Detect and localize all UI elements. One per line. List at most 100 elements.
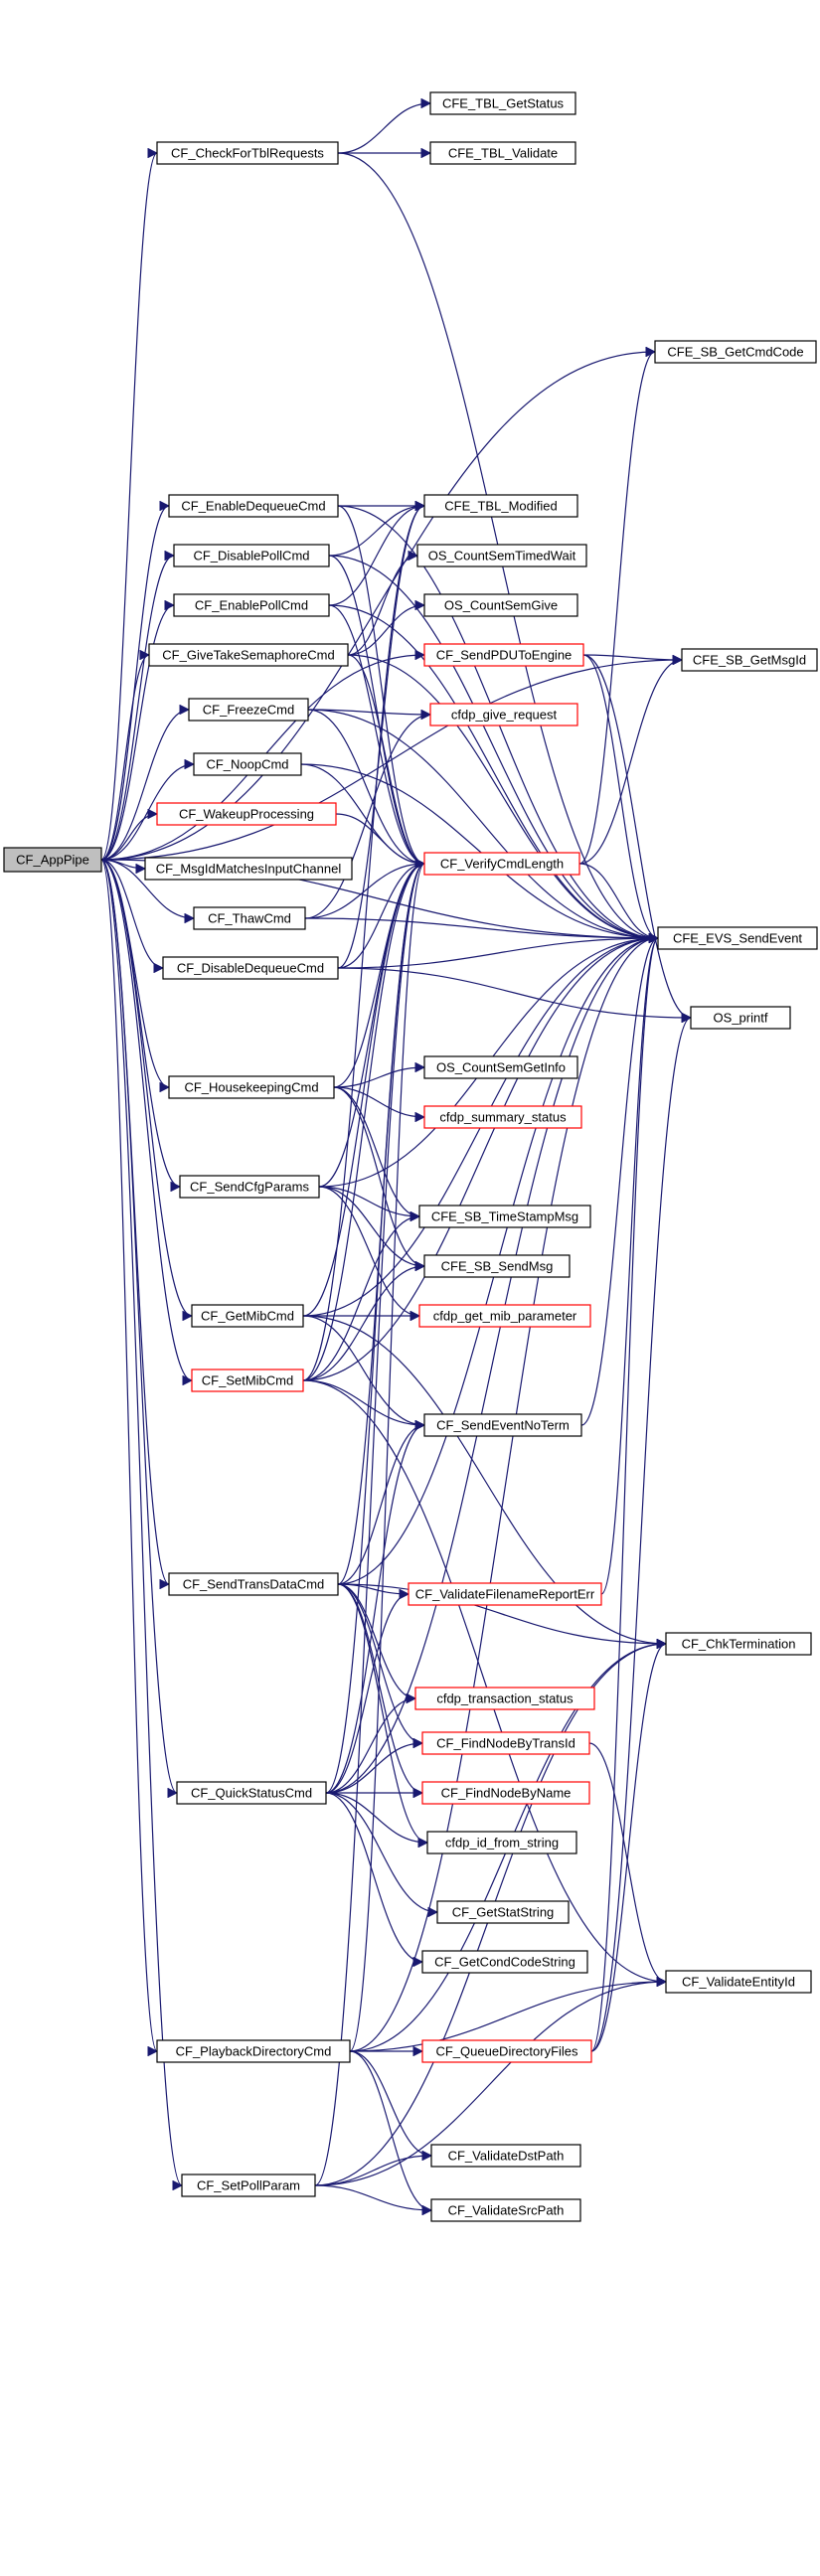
node-cfg[interactable]: CF_SendCfgParams xyxy=(179,1175,320,1199)
node-setpoll[interactable]: CF_SetPollParam xyxy=(181,2174,316,2197)
call-edge-pbdir-to-verify xyxy=(349,864,425,2052)
node-match[interactable]: CF_MsgIdMatchesInputChannel xyxy=(144,857,353,881)
node-box xyxy=(423,593,578,617)
call-edge-verify-to-evs xyxy=(578,863,658,938)
node-give[interactable]: cfdp_give_request xyxy=(429,703,578,726)
node-label: CF_EnableDequeueCmd xyxy=(181,499,325,514)
node-box xyxy=(423,1413,582,1437)
node-label: CF_FreezeCmd xyxy=(203,703,294,718)
node-box xyxy=(690,1006,791,1030)
node-app[interactable]: CF_AppPipe xyxy=(3,847,102,873)
node-dispoll[interactable]: CF_DisablePollCmd xyxy=(173,544,330,567)
node-idfrom[interactable]: cfdp_id_from_string xyxy=(426,1831,577,1854)
call-edge-qs-to-statstr xyxy=(325,1792,437,1912)
call-edges xyxy=(100,103,692,2210)
node-summary[interactable]: cfdp_summary_status xyxy=(423,1105,582,1129)
node-box xyxy=(193,906,306,930)
node-getcmd[interactable]: CFE_SB_GetCmdCode xyxy=(654,340,817,364)
node-hk[interactable]: CF_HousekeepingCmd xyxy=(168,1075,335,1099)
call-edge-app-to-chk xyxy=(100,153,158,861)
node-label: CF_CheckForTblRequests xyxy=(171,146,324,161)
node-thaw[interactable]: CF_ThawCmd xyxy=(193,906,306,930)
node-box xyxy=(681,648,818,672)
call-edge-gts-to-evs xyxy=(347,654,658,938)
call-edge-app-to-pbdir xyxy=(100,859,158,2051)
node-printf[interactable]: OS_printf xyxy=(690,1006,791,1030)
node-wake[interactable]: CF_WakeupProcessing xyxy=(156,802,337,826)
node-box xyxy=(423,643,584,667)
call-edge-app-to-getcmd xyxy=(100,352,655,861)
call-edge-qdir-to-evs xyxy=(590,938,659,2052)
node-transtat[interactable]: cfdp_transaction_status xyxy=(414,1687,595,1710)
node-tblval[interactable]: CFE_TBL_Validate xyxy=(429,141,576,165)
call-edge-thaw-to-evs xyxy=(304,917,658,938)
node-endeq[interactable]: CF_EnableDequeueCmd xyxy=(168,494,339,518)
node-vfre[interactable]: CF_ValidateFilenameReportErr xyxy=(408,1582,602,1606)
call-edge-qs-to-evnoterm xyxy=(325,1425,425,1794)
node-pbdir[interactable]: CF_PlaybackDirectoryCmd xyxy=(156,2039,351,2063)
node-label: CF_DisableDequeueCmd xyxy=(177,961,324,976)
node-chk[interactable]: CF_CheckForTblRequests xyxy=(156,141,339,165)
node-label: CF_QuickStatusCmd xyxy=(191,1786,312,1801)
node-qs[interactable]: CF_QuickStatusCmd xyxy=(176,1781,327,1805)
node-tstamp[interactable]: CFE_SB_TimeStampMsg xyxy=(418,1205,591,1228)
function-nodes: CF_AppPipeCF_CheckForTblRequestsCFE_TBL_… xyxy=(3,91,818,2222)
node-condstr[interactable]: CF_GetCondCodeString xyxy=(421,1950,588,1974)
node-box xyxy=(423,1105,582,1129)
node-evs[interactable]: CFE_EVS_SendEvent xyxy=(657,926,818,950)
node-semtw[interactable]: OS_CountSemTimedWait xyxy=(416,544,587,567)
node-noop[interactable]: CF_NoopCmd xyxy=(193,752,302,776)
node-statstr[interactable]: CF_GetStatString xyxy=(436,1900,570,1924)
call-edge-app-to-qs xyxy=(100,859,178,1793)
call-edge-cfg-to-tstamp xyxy=(318,1186,419,1216)
call-edge-app-to-freeze xyxy=(100,710,190,861)
node-label: CF_QueueDirectoryFiles xyxy=(435,2044,578,2059)
call-edge-setpoll-to-verify xyxy=(314,864,425,2186)
call-edge-pbdir-to-evs xyxy=(349,938,658,2052)
node-fnbn[interactable]: CF_FindNodeByName xyxy=(421,1781,590,1805)
node-label: CFE_TBL_GetStatus xyxy=(442,96,565,111)
node-semgive[interactable]: OS_CountSemGive xyxy=(423,593,578,617)
node-srcpath[interactable]: CF_ValidateSrcPath xyxy=(430,2198,581,2222)
node-label: CF_GiveTakeSemaphoreCmd xyxy=(162,648,334,663)
node-box xyxy=(418,1304,591,1328)
node-fnbt[interactable]: CF_FindNodeByTransId xyxy=(421,1731,590,1755)
node-enpoll[interactable]: CF_EnablePollCmd xyxy=(173,593,330,617)
call-edge-getmib-to-chkterm xyxy=(302,1315,666,1644)
node-valent[interactable]: CF_ValidateEntityId xyxy=(665,1970,812,1994)
node-gts[interactable]: CF_GiveTakeSemaphoreCmd xyxy=(148,643,349,667)
node-chkterm[interactable]: CF_ChkTermination xyxy=(665,1632,812,1656)
node-sendpdu[interactable]: CF_SendPDUToEngine xyxy=(423,643,584,667)
node-freeze[interactable]: CF_FreezeCmd xyxy=(188,698,309,722)
node-box xyxy=(193,752,302,776)
node-std[interactable]: CF_SendTransDataCmd xyxy=(168,1572,339,1596)
node-setmib[interactable]: CF_SetMibCmd xyxy=(191,1368,304,1392)
node-box xyxy=(423,494,578,518)
node-disdeq[interactable]: CF_DisableDequeueCmd xyxy=(162,956,339,980)
node-box xyxy=(173,593,330,617)
call-edge-getmib-to-verify xyxy=(302,864,424,1317)
call-edge-app-to-thaw xyxy=(100,859,194,918)
call-edge-setmib-to-valent xyxy=(302,1379,666,1982)
node-label: CF_PlaybackDirectoryCmd xyxy=(176,2044,332,2059)
node-box xyxy=(414,1687,595,1710)
node-label: CF_HousekeepingCmd xyxy=(184,1080,318,1095)
node-sbsend[interactable]: CFE_SB_SendMsg xyxy=(423,1254,571,1278)
node-getmib[interactable]: CF_GetMibCmd xyxy=(191,1304,304,1328)
call-edge-verify-to-getmsg xyxy=(578,660,682,865)
node-mibparam[interactable]: cfdp_get_mib_parameter xyxy=(418,1304,591,1328)
node-tblmod[interactable]: CFE_TBL_Modified xyxy=(423,494,578,518)
node-dstpath[interactable]: CF_ValidateDstPath xyxy=(430,2144,581,2168)
node-evnoterm[interactable]: CF_SendEventNoTerm xyxy=(423,1413,582,1437)
call-edge-qs-to-idfrom xyxy=(325,1792,427,1843)
node-qdir[interactable]: CF_QueueDirectoryFiles xyxy=(421,2039,592,2063)
node-label: OS_CountSemTimedWait xyxy=(428,549,576,564)
node-label: CFE_TBL_Validate xyxy=(448,146,558,161)
call-edge-endeq-to-verify xyxy=(337,505,425,864)
node-seminfo[interactable]: OS_CountSemGetInfo xyxy=(423,1055,578,1079)
node-tblget[interactable]: CFE_TBL_GetStatus xyxy=(429,91,576,115)
node-box xyxy=(430,2144,581,2168)
node-verify[interactable]: CF_VerifyCmdLength xyxy=(423,852,580,876)
node-getmsg[interactable]: CFE_SB_GetMsgId xyxy=(681,648,818,672)
